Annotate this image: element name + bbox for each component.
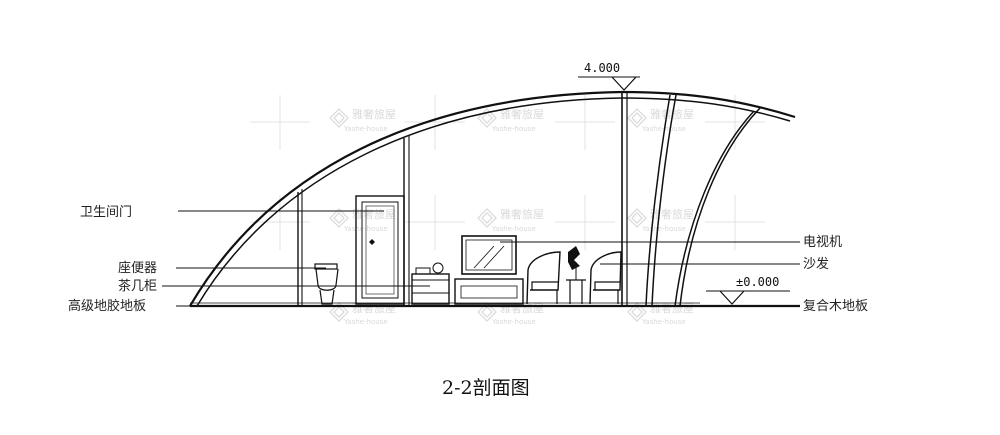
elevation-top-label: 4.000 [584,61,620,75]
shell-structure [189,90,800,308]
watermark-brand: 雅奢旅屋 [500,207,544,221]
watermark-brand-en: Yashe-house [641,125,686,133]
sofa-chairs [526,246,622,305]
watermark-5: 雅奢旅屋 Yashe-house [477,207,544,233]
rear-rib [679,107,761,307]
watermark-brand-en: Yashe-house [343,318,388,326]
label-toilet: 座便器 [118,261,157,276]
logo-icon [627,208,647,228]
logo-icon [477,108,497,128]
watermark-brand: 雅奢旅屋 [650,207,694,221]
label-vinyl-floor: 高级地胶地板 [68,298,146,314]
watermark-2: 雅奢旅屋 Yashe-house [477,107,544,133]
watermark-3: 雅奢旅屋 Yashe-house [627,107,694,133]
logo-icon [329,108,349,128]
toilet [314,263,339,305]
tv-set [454,235,524,305]
door-handle-icon [369,239,375,245]
mid-rib [651,94,677,307]
logo-icon [627,108,647,128]
label-tea-cabinet: 茶几柜 [118,278,157,294]
watermark-brand-en: Yashe-house [641,225,686,233]
label-bathroom-door: 卫生间门 [80,205,132,220]
elevation-top-marker: 4.000 [578,61,640,91]
watermark-brand-en: Yashe-house [491,225,536,233]
tea-cabinet [411,262,450,305]
watermark-9: 雅奢旅屋 Yashe-house [627,301,694,326]
rear-rib-inner [674,110,755,307]
label-tv: 电视机 [803,235,842,250]
watermark-brand-en: Yashe-house [343,225,388,233]
watermark-brand-en: Yashe-house [491,318,536,326]
roof-arc-inner [196,97,791,307]
label-sofa: 沙发 [803,256,829,272]
elevation-floor-marker: ±0.000 [706,275,790,305]
watermark-7: 雅奢旅屋 Yashe-house [329,301,396,326]
logo-icon [477,208,497,228]
watermark-brand: 雅奢旅屋 [352,107,396,121]
watermark-brand-en: Yashe-house [641,318,686,326]
watermark-brand-en: Yashe-house [343,125,388,133]
watermark-8: 雅奢旅屋 Yashe-house [477,301,544,326]
watermark-brand: 雅奢旅屋 [352,207,396,221]
logo-icon [329,208,349,228]
watermark-6: 雅奢旅屋 Yashe-house [627,207,694,233]
watermark-brand: 雅奢旅屋 [500,107,544,121]
leader-lines [162,210,800,307]
mid-rib-inner [645,94,671,307]
watermark-brand: 雅奢旅屋 [650,301,694,315]
elevation-floor-label: ±0.000 [736,275,779,289]
watermark-1: 雅奢旅屋 Yashe-house [329,107,396,133]
watermark-brand-en: Yashe-house [491,125,536,133]
plant-icon [568,246,580,270]
drawing-title: 2-2剖面图 [442,377,530,399]
roof-arc [189,90,796,307]
label-wood-floor: 复合木地板 [803,299,868,314]
watermark-4: 雅奢旅屋 Yashe-house [329,207,396,233]
bathroom-door [355,195,405,305]
